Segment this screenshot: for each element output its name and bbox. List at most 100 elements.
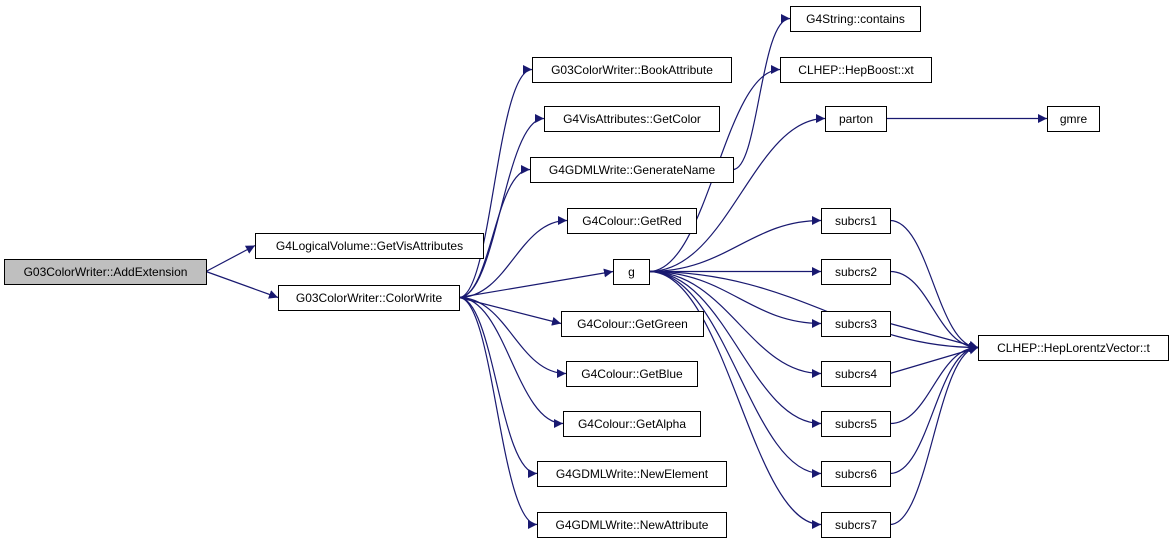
node-parton[interactable]: parton — [825, 106, 887, 132]
edge-root-to-colorwrite — [205, 270, 279, 299]
node-subcrs7[interactable]: subcrs7 — [821, 512, 891, 538]
edge-arrow — [648, 216, 822, 273]
node-getblue[interactable]: G4Colour::GetBlue — [566, 361, 698, 387]
node-label: G4Colour::GetAlpha — [578, 417, 686, 431]
edge-arrow — [648, 114, 826, 273]
edge-arrow — [648, 270, 822, 529]
edge-arrow — [458, 296, 538, 529]
node-box[interactable] — [4, 259, 207, 285]
node-box[interactable] — [537, 461, 727, 487]
node-label: subcrs4 — [835, 367, 877, 381]
node-g[interactable]: g — [613, 259, 650, 285]
node-box[interactable] — [780, 57, 932, 83]
edge-g-to-subcrs3 — [648, 270, 822, 328]
node-box[interactable] — [563, 411, 701, 437]
edge-arrow — [205, 244, 256, 273]
edge-colorwrite-to-genname — [458, 165, 531, 299]
node-box[interactable] — [613, 259, 650, 285]
node-label: subcrs3 — [835, 317, 877, 331]
edge-arrow — [889, 322, 979, 350]
edge-arrow — [648, 270, 822, 428]
edge-arrow — [458, 165, 531, 299]
edge-subcrs5-to-lorentz — [889, 343, 979, 425]
node-box[interactable] — [821, 259, 891, 285]
edge-root-to-getvis — [205, 244, 256, 273]
node-book[interactable]: G03ColorWriter::BookAttribute — [532, 57, 732, 83]
node-newelem[interactable]: G4GDMLWrite::NewElement — [537, 461, 727, 487]
node-label: CLHEP::HepBoost::xt — [798, 63, 914, 77]
node-subcrs1[interactable]: subcrs1 — [821, 208, 891, 234]
edge-arrow — [458, 268, 614, 299]
edge-arrow — [889, 343, 979, 526]
node-xt[interactable]: CLHEP::HepBoost::xt — [780, 57, 932, 83]
edge-g-to-subcrs6 — [648, 270, 822, 478]
node-label: G03ColorWriter::AddExtension — [24, 265, 188, 279]
edge-arrow — [648, 270, 979, 352]
node-box[interactable] — [821, 461, 891, 487]
node-genname[interactable]: G4GDMLWrite::GenerateName — [530, 157, 734, 183]
node-box[interactable] — [566, 361, 698, 387]
node-label: G4String::contains — [806, 12, 905, 26]
edge-colorwrite-to-newattr — [458, 296, 538, 529]
node-box[interactable] — [821, 411, 891, 437]
edge-subcrs4-to-lorentz — [889, 345, 979, 375]
node-contains[interactable]: G4String::contains — [790, 6, 921, 32]
node-getalpha[interactable]: G4Colour::GetAlpha — [563, 411, 701, 437]
node-box[interactable] — [532, 57, 732, 83]
edge-genname-to-contains — [732, 14, 791, 171]
edge-g-to-subcrs1 — [648, 216, 822, 273]
node-box[interactable] — [567, 208, 697, 234]
node-gmre[interactable]: gmre — [1047, 106, 1100, 132]
node-box[interactable] — [825, 106, 887, 132]
node-subcrs5[interactable]: subcrs5 — [821, 411, 891, 437]
edge-colorwrite-to-getgreen — [458, 296, 562, 326]
node-box[interactable] — [530, 157, 734, 183]
node-root[interactable]: G03ColorWriter::AddExtension — [4, 259, 207, 285]
edge-arrow — [889, 343, 979, 475]
node-label: subcrs1 — [835, 214, 877, 228]
node-getcolor[interactable]: G4VisAttributes::GetColor — [544, 106, 720, 132]
node-box[interactable] — [561, 311, 704, 337]
node-lorentz[interactable]: CLHEP::HepLorentzVector::t — [978, 335, 1169, 361]
edge-colorwrite-to-book — [458, 65, 533, 299]
node-box[interactable] — [544, 106, 720, 132]
edge-arrow — [458, 65, 533, 299]
edge-subcrs3-to-lorentz — [889, 322, 979, 350]
edge-g-to-subcrs5 — [648, 270, 822, 428]
node-subcrs6[interactable]: subcrs6 — [821, 461, 891, 487]
node-label: g — [628, 265, 635, 279]
edge-arrow — [889, 343, 979, 425]
node-label: CLHEP::HepLorentzVector::t — [997, 341, 1150, 355]
node-getgreen[interactable]: G4Colour::GetGreen — [561, 311, 704, 337]
node-subcrs2[interactable]: subcrs2 — [821, 259, 891, 285]
node-box[interactable] — [978, 335, 1169, 361]
node-colorwrite[interactable]: G03ColorWriter::ColorWrite — [278, 285, 460, 311]
node-newattr[interactable]: G4GDMLWrite::NewAttribute — [537, 512, 727, 538]
node-label: G4Colour::GetBlue — [581, 367, 683, 381]
node-getred[interactable]: G4Colour::GetRed — [567, 208, 697, 234]
node-subcrs4[interactable]: subcrs4 — [821, 361, 891, 387]
edge-g-to-subcrs7 — [648, 270, 822, 529]
node-label: subcrs5 — [835, 417, 877, 431]
node-box[interactable] — [278, 285, 460, 311]
nodes: G03ColorWriter::AddExtension G4LogicalVol… — [4, 6, 1169, 538]
node-label: subcrs6 — [835, 467, 877, 481]
node-box[interactable] — [821, 311, 891, 337]
node-box[interactable] — [255, 233, 484, 259]
node-label: G03ColorWriter::ColorWrite — [296, 291, 443, 305]
node-label: G4Colour::GetGreen — [577, 317, 688, 331]
node-label: G4GDMLWrite::NewElement — [556, 467, 709, 481]
node-box[interactable] — [821, 512, 891, 538]
edge-g-to-lorentz — [648, 270, 979, 352]
node-getvis[interactable]: G4LogicalVolume::GetVisAttributes — [255, 233, 484, 259]
node-subcrs3[interactable]: subcrs3 — [821, 311, 891, 337]
node-box[interactable] — [821, 361, 891, 387]
node-box[interactable] — [1047, 106, 1100, 132]
node-box[interactable] — [537, 512, 727, 538]
edge-colorwrite-to-getblue — [458, 296, 567, 378]
node-box[interactable] — [790, 6, 921, 32]
node-box[interactable] — [821, 208, 891, 234]
edge-arrow — [458, 296, 562, 326]
edge-arrow — [205, 270, 279, 299]
